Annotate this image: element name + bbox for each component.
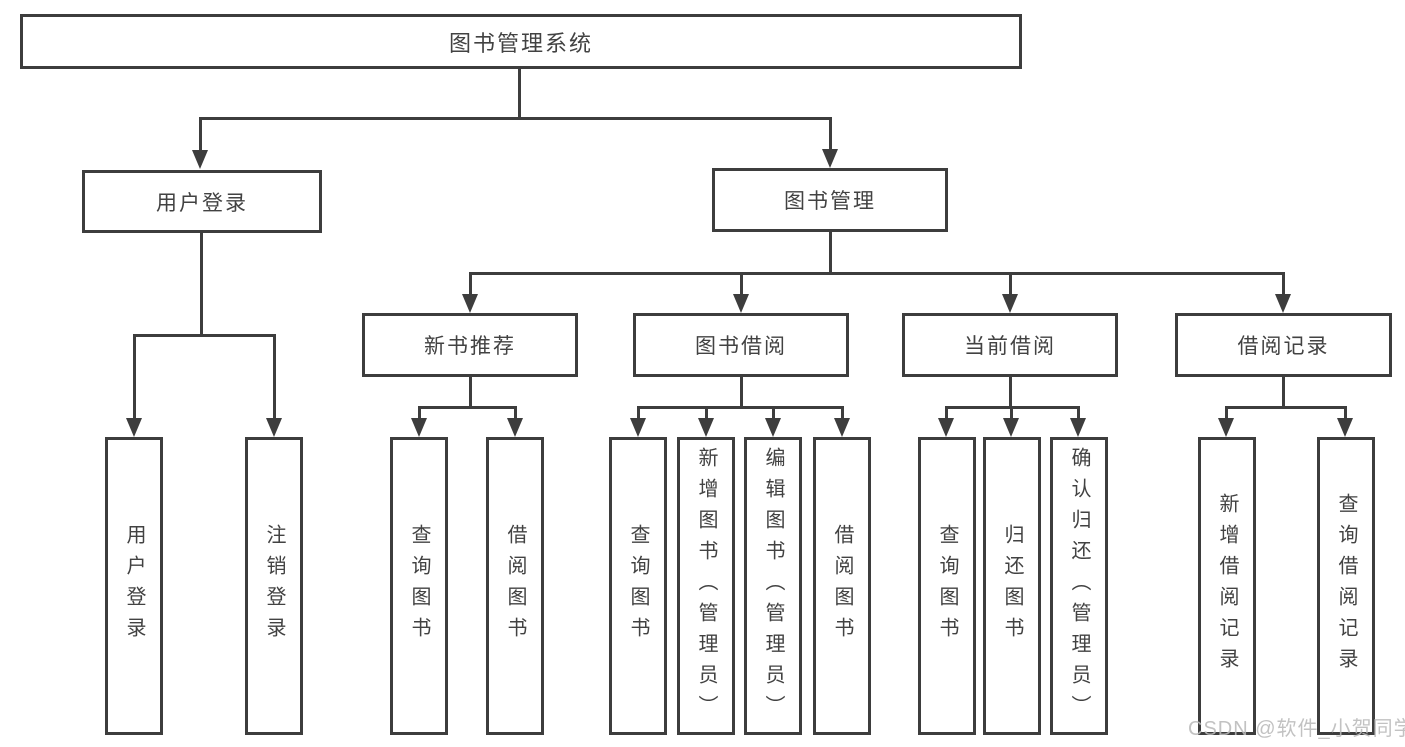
connector-nb-leaf1-line bbox=[418, 406, 421, 420]
leaf-borrow-books-recommend-label: 借阅图书 bbox=[504, 524, 526, 648]
connector-current-borrow-stem bbox=[1009, 377, 1012, 409]
arrowhead-nb-leaf2 bbox=[507, 418, 523, 437]
arrowhead-to-book-management bbox=[822, 149, 838, 168]
connector-cb-leaf3-line bbox=[1077, 406, 1080, 420]
node-book-borrow: 图书借阅 bbox=[633, 313, 849, 377]
connector-new-book-bar bbox=[418, 406, 517, 409]
leaf-logout-label: 注销登录 bbox=[263, 524, 285, 648]
csdn-watermark: CSDN @软件_小贺同学 bbox=[1188, 718, 1405, 740]
connector-borrow-records-bar bbox=[1225, 406, 1346, 409]
leaf-add-borrow-record: 新增借阅记录 bbox=[1198, 437, 1256, 735]
connector-cb-leaf1-line bbox=[945, 406, 948, 420]
leaf-query-books-current: 查询图书 bbox=[918, 437, 976, 735]
leaf-borrow-books: 借阅图书 bbox=[813, 437, 871, 735]
connector-borrow-records-stem bbox=[1282, 377, 1285, 409]
arrowhead-bb-leaf3 bbox=[765, 418, 781, 437]
node-borrow-records-label: 借阅记录 bbox=[1237, 335, 1330, 358]
arrowhead-nb-leaf1 bbox=[411, 418, 427, 437]
connector-bb-leaf1-line bbox=[637, 406, 640, 420]
connector-bb-leaf3-line bbox=[772, 406, 775, 420]
leaf-user-login: 用户登录 bbox=[105, 437, 163, 735]
leaf-borrow-books-recommend: 借阅图书 bbox=[486, 437, 544, 735]
connector-book-management-stem bbox=[829, 232, 832, 275]
node-book-management: 图书管理 bbox=[712, 168, 948, 232]
connector-cb-leaf2-line bbox=[1010, 406, 1013, 420]
arrowhead-bb-leaf1 bbox=[630, 418, 646, 437]
leaf-edit-books-admin: 编辑图书（管理员） bbox=[744, 437, 802, 735]
leaf-add-borrow-record-label: 新增借阅记录 bbox=[1216, 493, 1238, 679]
node-book-borrow-label: 图书借阅 bbox=[695, 335, 787, 358]
connector-user-login-stem bbox=[200, 233, 203, 337]
leaf-query-books-borrow-label: 查询图书 bbox=[627, 524, 649, 648]
node-user-login-label: 用户登录 bbox=[156, 191, 248, 215]
connector-to-book-borrow-line bbox=[740, 272, 743, 296]
arrowhead-bb-leaf4 bbox=[834, 418, 850, 437]
arrowhead-to-borrow-records bbox=[1275, 294, 1291, 313]
connector-new-book-stem bbox=[469, 377, 472, 409]
leaf-confirm-return-admin: 确认归还（管理员） bbox=[1050, 437, 1108, 735]
leaf-return-books-label: 归还图书 bbox=[1001, 524, 1023, 648]
connector-bb-leaf4-line bbox=[841, 406, 844, 420]
arrowhead-cb-leaf3 bbox=[1070, 418, 1086, 437]
leaf-confirm-return-admin-label: 确认归还（管理员） bbox=[1068, 446, 1090, 726]
node-root: 图书管理系统 bbox=[20, 14, 1022, 69]
connector-br-leaf2-line bbox=[1344, 406, 1347, 420]
connector-to-book-management-line bbox=[829, 117, 832, 150]
connector-book-borrow-bar bbox=[637, 406, 844, 409]
connector-user-login-bar bbox=[133, 334, 276, 337]
arrowhead-to-new-book bbox=[462, 294, 478, 313]
arrowhead-br-leaf2 bbox=[1337, 418, 1353, 437]
connector-book-borrow-stem bbox=[740, 377, 743, 409]
leaf-query-borrow-record-label: 查询借阅记录 bbox=[1335, 493, 1357, 679]
connector-root-bar bbox=[199, 117, 832, 120]
leaf-add-books-admin-label: 新增图书（管理员） bbox=[695, 446, 717, 726]
leaf-add-books-admin: 新增图书（管理员） bbox=[677, 437, 735, 735]
leaf-query-books-current-label: 查询图书 bbox=[936, 524, 958, 648]
leaf-query-books-borrow: 查询图书 bbox=[609, 437, 667, 735]
connector-br-leaf1-line bbox=[1225, 406, 1228, 420]
connector-to-leaf-logout-line bbox=[273, 334, 276, 419]
connector-to-borrow-records-line bbox=[1282, 272, 1285, 296]
connector-nb-leaf2-line bbox=[514, 406, 517, 420]
node-current-borrow-label: 当前借阅 bbox=[964, 335, 1056, 358]
leaf-borrow-books-label: 借阅图书 bbox=[831, 524, 853, 648]
connector-bb-leaf2-line bbox=[705, 406, 708, 420]
arrowhead-to-leaf-logout bbox=[266, 418, 282, 437]
arrowhead-to-leaf-user-login bbox=[126, 418, 142, 437]
connector-book-management-bar bbox=[469, 272, 1285, 275]
leaf-user-login-label: 用户登录 bbox=[123, 524, 145, 648]
node-current-borrow: 当前借阅 bbox=[902, 313, 1118, 377]
node-root-label: 图书管理系统 bbox=[448, 30, 593, 56]
connector-to-current-borrow-line bbox=[1009, 272, 1012, 296]
leaf-edit-books-admin-label: 编辑图书（管理员） bbox=[762, 446, 784, 726]
node-borrow-records: 借阅记录 bbox=[1175, 313, 1392, 377]
arrowhead-br-leaf1 bbox=[1218, 418, 1234, 437]
node-book-management-label: 图书管理 bbox=[784, 190, 876, 213]
arrowhead-cb-leaf1 bbox=[938, 418, 954, 437]
node-new-book-recommend-label: 新书推荐 bbox=[424, 335, 516, 358]
arrowhead-to-current-borrow bbox=[1002, 294, 1018, 313]
leaf-return-books: 归还图书 bbox=[983, 437, 1041, 735]
connector-to-user-login-line bbox=[199, 117, 202, 151]
arrowhead-bb-leaf2 bbox=[698, 418, 714, 437]
node-new-book-recommend: 新书推荐 bbox=[362, 313, 578, 377]
connector-to-new-book-line bbox=[469, 272, 472, 296]
arrowhead-cb-leaf2 bbox=[1003, 418, 1019, 437]
leaf-query-books-recommend: 查询图书 bbox=[390, 437, 448, 735]
leaf-query-borrow-record: 查询借阅记录 bbox=[1317, 437, 1375, 735]
node-user-login: 用户登录 bbox=[82, 170, 322, 233]
connector-root-stem bbox=[518, 69, 521, 119]
leaf-query-books-recommend-label: 查询图书 bbox=[408, 524, 430, 648]
leaf-logout: 注销登录 bbox=[245, 437, 303, 735]
arrowhead-to-book-borrow bbox=[733, 294, 749, 313]
connector-to-leaf-user-login-line bbox=[133, 334, 136, 419]
arrowhead-to-user-login bbox=[192, 150, 208, 169]
